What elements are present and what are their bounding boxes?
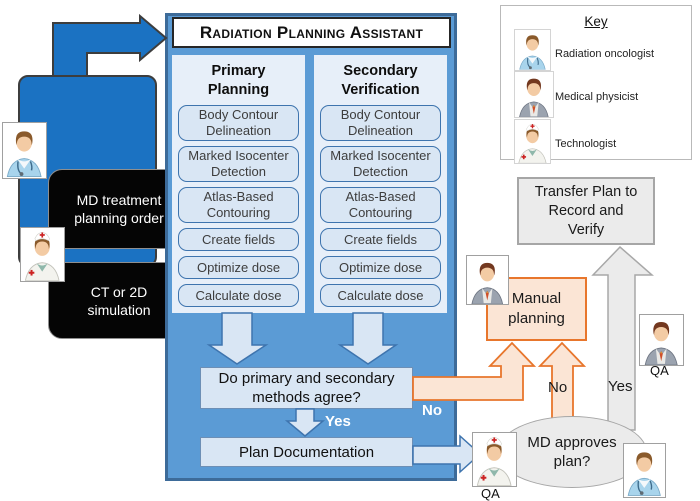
step-box: Body Contour Delineation [178,105,299,141]
step-box: Create fields [320,228,441,251]
technologist-icon [514,119,551,164]
medical-physicist-icon [514,71,554,118]
step-box: Calculate dose [178,284,299,307]
key-label-medical-physicist: Medical physicist [555,91,639,103]
decision-no-label: No [422,402,442,419]
step-box: Marked Isocenter Detection [178,146,299,182]
approval-no-label: No [548,379,568,396]
technologist-icon [20,227,65,282]
step-box: Create fields [178,228,299,251]
step-box: Body Contour Delineation [320,105,441,141]
secondary-verification-column: Secondary Verification Body Contour Deli… [314,55,447,313]
qa-transfer-label: QA [650,363,669,378]
md-order-label: MD treatment planning order [74,192,164,226]
rpa-title: Radiation Planning Assistant [172,17,451,48]
manual-planning-box: Manual planning [486,277,587,341]
step-box: Marked Isocenter Detection [320,146,441,182]
key-label-technologist: Technologist [555,138,617,150]
ct-simulation-label: CT or 2D simulation [87,283,151,318]
decision-yes-label: Yes [325,413,351,430]
step-box: Atlas-Based Contouring [320,187,441,223]
step-box: Optimize dose [178,256,299,279]
medical-physicist-icon [466,255,509,305]
transfer-plan-box: Transfer Plan to Record and Verify [517,177,655,245]
radiation-oncologist-icon [514,29,551,71]
key-title: Key [584,14,608,29]
technologist-icon [472,432,517,487]
medical-physicist-icon [639,314,684,366]
step-box: Calculate dose [320,284,441,307]
qa-plan-doc-label: QA [481,486,500,501]
plan-documentation-box: Plan Documentation [200,437,413,467]
radiation-oncologist-icon [2,122,47,179]
step-box: Optimize dose [320,256,441,279]
decision-box: Do primary and secondary methods agree? [200,367,413,409]
primary-planning-column: Primary Planning Body Contour Delineatio… [172,55,305,313]
primary-planning-title: Primary Planning [207,63,270,98]
approval-yes-label: Yes [608,378,633,395]
step-box: Atlas-Based Contouring [178,187,299,223]
key-label-radiation-oncologist: Radiation oncologist [555,48,655,60]
radiation-oncologist-icon [623,443,666,498]
secondary-verification-title: Secondary Verification [341,63,420,98]
key-legend: Key Radiation oncologist Medical physici… [500,5,692,164]
intake-to-rpa-arrow [52,13,168,77]
